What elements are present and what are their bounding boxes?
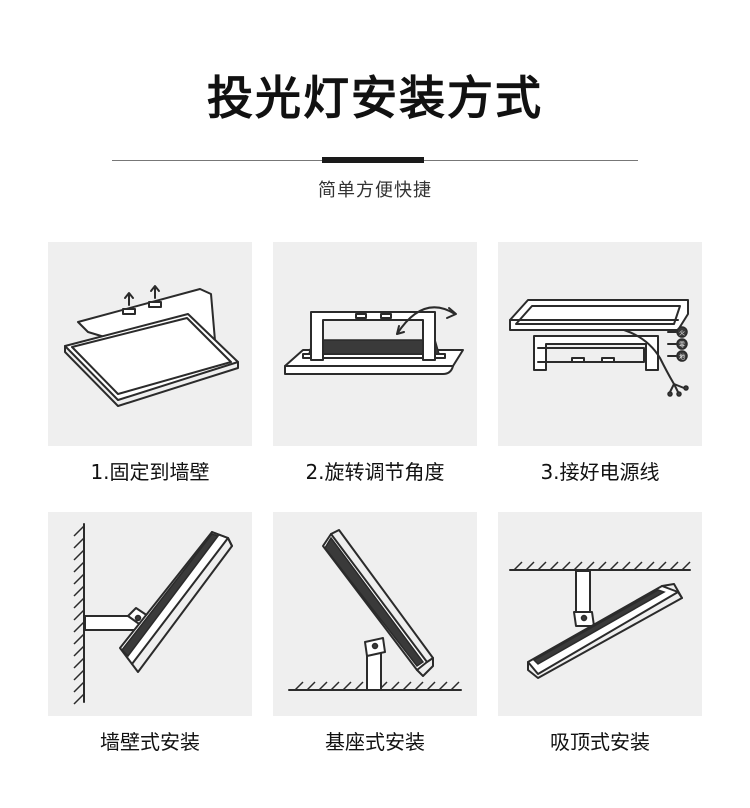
wire-label-live: 火 (679, 330, 685, 337)
wall-fix-illustration (64, 285, 239, 407)
step-card-rotate (273, 242, 477, 446)
mount-card-wall (48, 512, 252, 716)
wall-mount-illustration (73, 523, 233, 705)
step-label-rotate: 2.旋转调节角度 (305, 460, 445, 484)
page-subtitle: 简单方便快捷 (318, 180, 432, 201)
step-label-wall-fix: 1.固定到墙壁 (90, 460, 210, 484)
mount-label-wall: 墙壁式安装 (100, 730, 200, 754)
base-mount-illustration (288, 529, 462, 691)
wire-label-ground: 地 (679, 353, 685, 361)
title-divider-accent (322, 157, 424, 163)
mount-card-ceiling (498, 512, 702, 716)
mount-label-base: 基座式安装 (325, 730, 425, 754)
page-title: 投光灯安装方式 (207, 71, 543, 125)
mount-label-ceiling: 吸顶式安装 (550, 730, 650, 754)
step-card-wall-fix (48, 242, 252, 446)
step-card-wiring: 火 零 地 (498, 242, 702, 446)
power-wiring-illustration: 火 零 地 (509, 299, 689, 397)
step-label-wiring: 3.接好电源线 (540, 460, 660, 484)
rotate-angle-illustration (284, 306, 464, 375)
ceiling-mount-illustration (509, 561, 691, 679)
wire-label-neutral: 零 (679, 342, 685, 349)
mount-card-base (273, 512, 477, 716)
